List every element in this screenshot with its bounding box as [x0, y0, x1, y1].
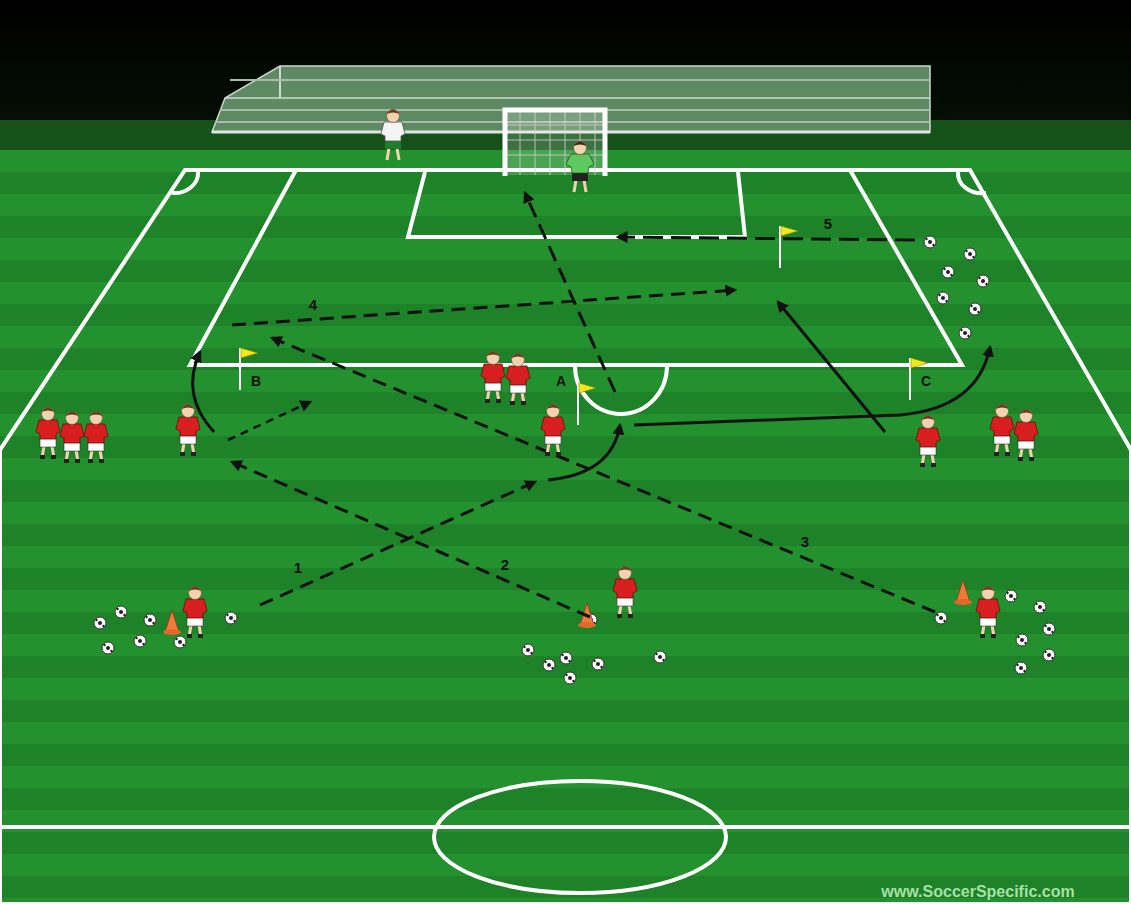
player: [176, 405, 200, 457]
pass-arrow: [260, 482, 535, 605]
ball: [937, 292, 949, 304]
callout-number: 3: [801, 534, 809, 549]
callout-number: 2: [501, 557, 509, 572]
shot-arrow: [525, 193, 615, 392]
ball: [969, 303, 981, 315]
ball: [144, 614, 156, 626]
ball: [522, 644, 534, 656]
player: [36, 408, 60, 460]
cone: [954, 580, 972, 605]
player: [60, 412, 84, 464]
player: [506, 354, 530, 406]
ball: [102, 642, 114, 654]
ball: [977, 275, 989, 287]
defender: [381, 110, 405, 161]
ball: [564, 672, 576, 684]
pass-arrow: [272, 338, 935, 612]
run-arrow: [634, 347, 990, 425]
ball: [94, 617, 106, 629]
ball: [1005, 590, 1017, 602]
run-arrow: [778, 302, 885, 432]
ball: [115, 606, 127, 618]
callout-number: 4: [309, 297, 317, 312]
ball: [543, 659, 555, 671]
pass-arrow: [232, 290, 735, 325]
ball: [654, 651, 666, 663]
player: [990, 405, 1014, 457]
ball: [964, 248, 976, 260]
ball: [1016, 634, 1028, 646]
flag-letter: A: [556, 374, 566, 388]
player: [613, 567, 637, 619]
player: [183, 587, 207, 639]
ball: [942, 266, 954, 278]
player: [481, 352, 505, 404]
ball: [959, 327, 971, 339]
ball: [560, 652, 572, 664]
callout-number: 1: [294, 560, 302, 575]
watermark: www.SoccerSpecific.com: [881, 884, 1074, 900]
ball: [134, 635, 146, 647]
callout-number: 5: [824, 216, 832, 231]
ball: [174, 636, 186, 648]
flag-letter: C: [921, 374, 931, 388]
grass: [0, 150, 1131, 904]
pitch-lines: [0, 170, 1131, 904]
flag: [780, 226, 798, 268]
player: [916, 416, 940, 468]
dribble-arrow: [228, 402, 310, 440]
player: [976, 587, 1000, 639]
ball: [1043, 649, 1055, 661]
ball: [592, 658, 604, 670]
player: [1014, 410, 1038, 462]
players: [36, 110, 1038, 639]
cone: [163, 610, 181, 635]
player: [541, 405, 565, 457]
ball: [924, 236, 936, 248]
ball: [1043, 623, 1055, 635]
movement-arrows: [193, 193, 990, 617]
ball: [935, 612, 947, 624]
ball: [1015, 662, 1027, 674]
flag-letter: B: [251, 374, 261, 388]
player: [84, 412, 108, 464]
pass-arrow: [232, 462, 590, 617]
ball: [225, 612, 237, 624]
flag: [578, 383, 596, 425]
pass-arrow: [618, 237, 915, 240]
goalkeeper: [566, 142, 594, 193]
ball: [1034, 601, 1046, 613]
